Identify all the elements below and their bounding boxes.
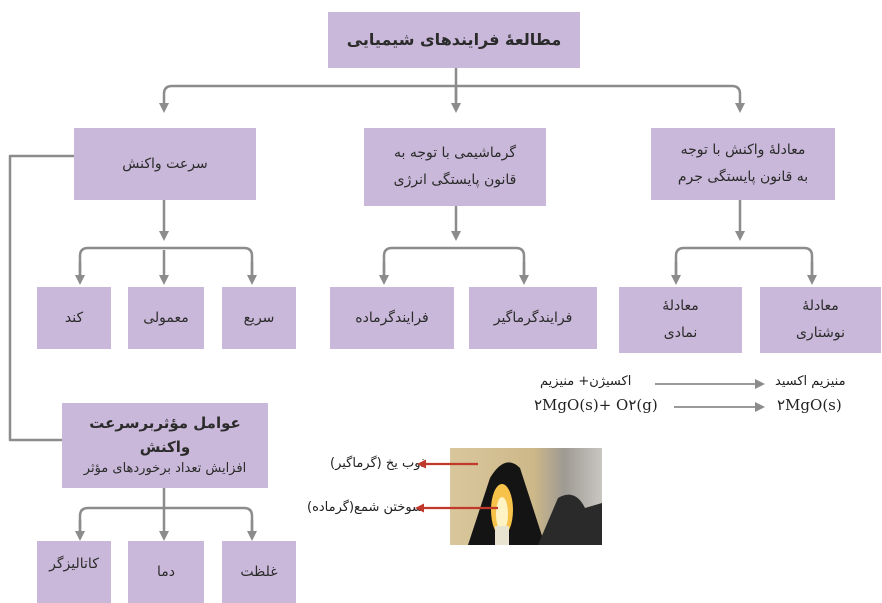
exothermic-box: فرایندگرماده (330, 287, 454, 349)
equation-branch-box: معادلهٔ واکنش با توجه به قانون پایستگی ج… (651, 128, 835, 200)
fast-label: سریع (243, 309, 275, 326)
rate-branch-label: سرعت واکنش (122, 155, 208, 172)
connector-thermo-split (382, 246, 526, 278)
factors-title: عوامل مؤثربرسرعت واکنش (89, 414, 241, 457)
temperature-label: دما (157, 563, 175, 580)
verbal-equation-line1: معادلهٔ (802, 298, 839, 315)
equation-branch-line2: به قانون پایستگی جرم (677, 169, 809, 185)
title-box: مطالعهٔ فرایندهای شیمیایی (328, 12, 580, 68)
catalyst-box: کاتالیزگر (37, 541, 111, 603)
symbolic-equation-line1: معادلهٔ (662, 298, 699, 315)
connector-rate-factors (8, 154, 74, 442)
normal-label: معمولی (143, 309, 189, 326)
fast-box: سریع (222, 287, 296, 349)
connector-title-rate (159, 84, 456, 113)
concentration-label: غلظت (240, 563, 278, 580)
factors-box: عوامل مؤثربرسرعت واکنش افزایش تعداد برخو… (62, 403, 268, 488)
title-text: مطالعهٔ فرایندهای شیمیایی (346, 29, 562, 49)
equation-branch-line1: معادلهٔ واکنش با توجه (680, 142, 806, 159)
verbal-equation-box: معادلهٔ نوشتاری (760, 287, 881, 353)
normal-box: معمولی (128, 287, 204, 349)
symbolic-equation-line2: نمادی (663, 325, 698, 341)
symbolic-reactants-text: ۲MgO(s)+ O۲(g) (534, 396, 658, 414)
verbal-equation-line2: نوشتاری (795, 325, 846, 341)
melting-label: ذوب یخ (گرماگیر) (330, 456, 427, 471)
verbal-reactants-text: اکسیژن+ منیزیم (540, 374, 632, 389)
concentration-box: غلظت (222, 541, 296, 603)
connector-factors-split (78, 506, 254, 534)
exothermic-label: فرایندگرماده (355, 309, 429, 326)
thermo-branch-line2: قانون پایستگی انرژی (393, 172, 517, 188)
temperature-box: دما (128, 541, 204, 603)
rate-branch-box: سرعت واکنش (74, 128, 256, 200)
connector-title-equation (456, 84, 745, 113)
connector-rate-split (78, 246, 254, 278)
thermo-branch-box: گرماشیمی با توجه به قانون پایستگی انرژی (364, 128, 546, 206)
verbal-product-text: منیزیم اکسید (775, 374, 846, 389)
connector-equation-split (674, 246, 814, 278)
thermo-branch-line1: گرماشیمی با توجه به (393, 145, 517, 162)
symbolic-product-text: ۲MgO(s) (777, 396, 842, 414)
candle-illustration (468, 462, 602, 545)
burning-label: سوختن شمع(گرماده) (307, 500, 423, 515)
endothermic-label: فرایندگرماگیر (493, 309, 573, 326)
factors-subtitle: افزایش تعداد برخوردهای مؤثر (83, 461, 247, 477)
slow-box: کند (37, 287, 111, 349)
catalyst-label: کاتالیزگر (49, 556, 99, 572)
symbolic-equation-box: معادلهٔ نمادی (619, 287, 742, 353)
slow-label: کند (64, 309, 84, 326)
endothermic-box: فرایندگرماگیر (469, 287, 597, 349)
